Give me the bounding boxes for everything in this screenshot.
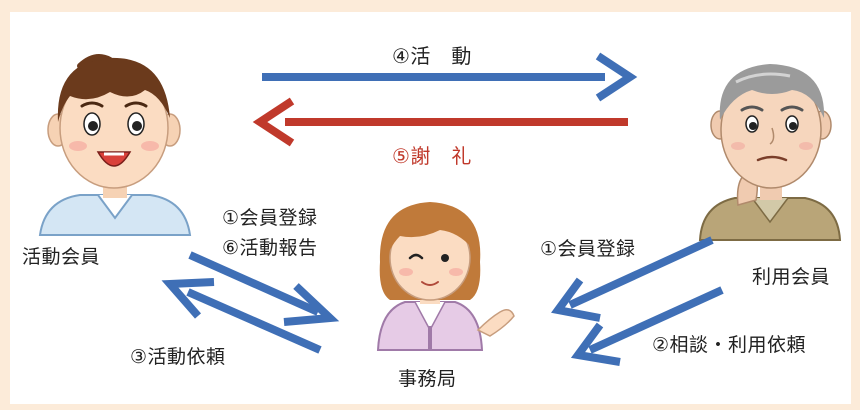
label-thanks: ⑤謝 礼: [392, 144, 472, 168]
user-member-illustration: [698, 64, 842, 241]
label-request-activity: ③活動依頼: [130, 346, 226, 368]
label-office: 事務局: [398, 368, 457, 390]
office-staff-illustration: [376, 202, 515, 351]
arrow-activity: [262, 52, 638, 102]
label-report: ⑥活動報告: [222, 237, 318, 259]
arrow-office-to-member: [161, 278, 322, 354]
label-consult: ②相談・利用依頼: [652, 334, 807, 356]
arrow-register-to-office: [551, 236, 714, 322]
label-activity: ④活 動: [392, 44, 472, 68]
label-user-member: 利用会員: [752, 266, 831, 288]
label-register-left: ①会員登録: [222, 207, 318, 229]
arrow-consult-to-office: [570, 286, 724, 366]
activity-member-illustration: [38, 54, 192, 236]
label-activity-member: 活動会員: [22, 246, 101, 268]
label-register-right: ①会員登録: [540, 238, 636, 260]
arrow-thanks: [252, 97, 628, 147]
arrow-member-to-office: [188, 251, 340, 326]
